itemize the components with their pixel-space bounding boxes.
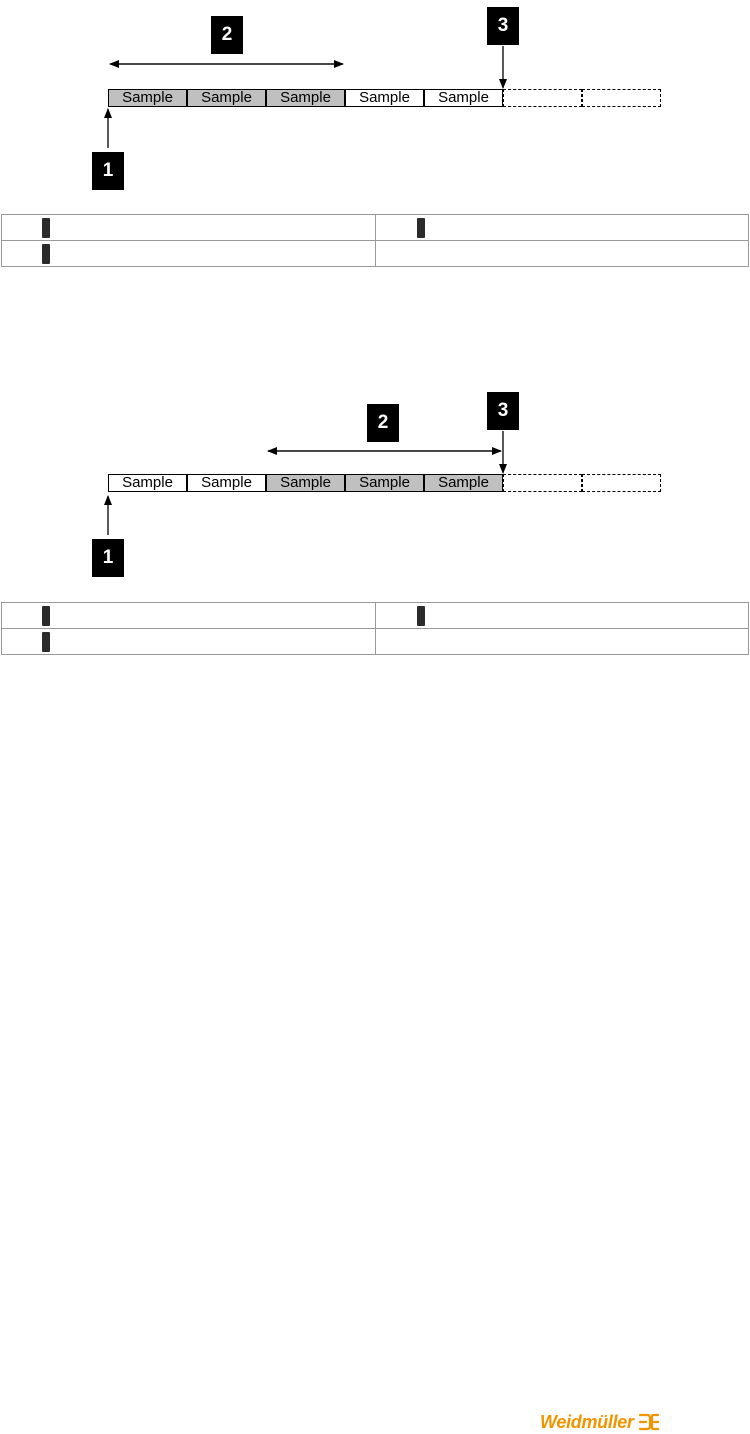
- legend-marker: [42, 632, 50, 652]
- marker-badge-2: 2: [211, 16, 243, 54]
- legend-cell-2: [1, 240, 376, 267]
- legend-cell-empty: [374, 628, 749, 655]
- logo-wordmark: Weidmüller: [540, 1412, 634, 1432]
- empty-cell-7: [582, 89, 661, 107]
- legend-marker: [416, 606, 425, 626]
- sample-cell-5: Sample: [424, 474, 503, 492]
- legend-cell-1: [1, 214, 376, 241]
- marker-badge-1: 1: [92, 152, 124, 190]
- legend-marker: [42, 606, 50, 626]
- sample-cell-4: Sample: [345, 89, 424, 107]
- empty-cell-7: [582, 474, 661, 492]
- empty-cell-6: [503, 474, 582, 492]
- legend-cell-2: [1, 628, 376, 655]
- buffer-diagram-1: Sample Sample Sample Sample Sample 1 2 3: [0, 0, 750, 200]
- sample-cell-5: Sample: [424, 89, 503, 107]
- marker-badge-2: 2: [367, 404, 399, 442]
- legend-cell-empty: [374, 240, 749, 267]
- legend-row: [1, 602, 749, 629]
- empty-cell-6: [503, 89, 582, 107]
- diagram-2-arrows: [104, 431, 507, 535]
- legend-cell-3: [374, 214, 749, 241]
- legend-table-2: [1, 602, 749, 655]
- legend-table-1: [1, 214, 749, 267]
- buffer-diagram-2: Sample Sample Sample Sample Sample 1 2 3: [0, 385, 750, 585]
- sample-cell-2: Sample: [187, 474, 266, 492]
- weidmuller-logo: Weidmüller: [540, 1410, 660, 1434]
- sample-cell-3: Sample: [266, 89, 345, 107]
- legend-marker: [42, 218, 50, 238]
- legend-cell-1: [1, 602, 376, 629]
- legend-cell-3: [374, 602, 749, 629]
- legend-marker: [42, 244, 50, 264]
- sample-cell-1: Sample: [108, 474, 187, 492]
- legend-row: [1, 214, 749, 241]
- marker-badge-1: 1: [92, 539, 124, 577]
- weidmuller-mark-icon: [638, 1413, 659, 1431]
- sample-cell-4: Sample: [345, 474, 424, 492]
- marker-badge-3: 3: [487, 7, 519, 45]
- sample-cell-3: Sample: [266, 474, 345, 492]
- sample-cell-2: Sample: [187, 89, 266, 107]
- marker-badge-3: 3: [487, 392, 519, 430]
- legend-marker: [416, 218, 425, 238]
- sample-cell-1: Sample: [108, 89, 187, 107]
- legend-row: [1, 240, 749, 267]
- diagram-1-arrows: [104, 46, 507, 148]
- legend-row: [1, 628, 749, 655]
